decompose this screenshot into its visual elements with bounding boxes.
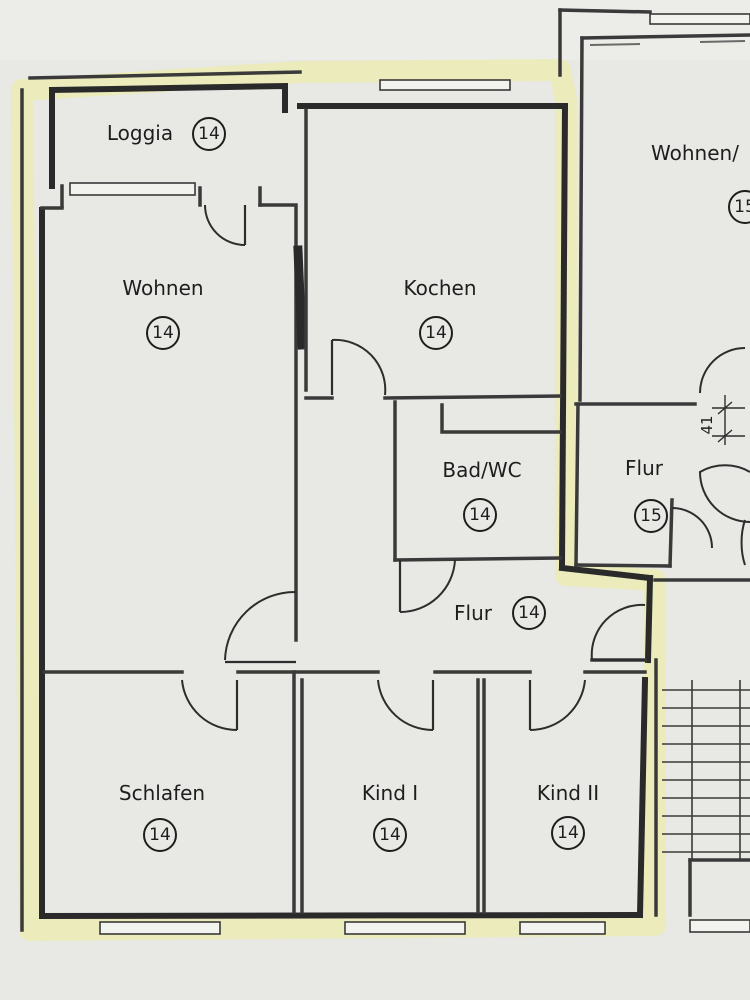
interior-walls (40, 108, 647, 914)
unit-circle (728, 190, 750, 224)
windows (69, 13, 750, 935)
unit-number: 14 (425, 323, 447, 343)
staircase (662, 680, 750, 860)
unit-circle (419, 316, 453, 350)
room-schlafen: Schlafen 14 (119, 781, 205, 852)
unit-number: 14 (379, 825, 401, 845)
room-name: Loggia (107, 121, 173, 145)
room-name: Wohnen/ (651, 141, 739, 165)
room-name: Flur (625, 456, 664, 480)
room-name: Schlafen (119, 781, 205, 805)
room-wohnen: Wohnen 14 (122, 276, 204, 350)
unit-number: 14 (518, 603, 540, 623)
paper-top-edge (0, 0, 750, 60)
room-neighbor-flur: Flur 15 (625, 456, 668, 533)
room-loggia: Loggia 14 (107, 117, 226, 151)
room-kind-1: Kind I 14 (362, 781, 418, 852)
unit-number: 14 (198, 124, 220, 144)
unit-circle (634, 499, 668, 533)
room-name: Kochen (403, 276, 476, 300)
room-neighbor-wohnen: Wohnen/15 (651, 141, 750, 224)
unit-circle (463, 498, 497, 532)
room-name: Kind I (362, 781, 418, 805)
unit-number: 14 (149, 825, 171, 845)
apartment-highlight (11, 59, 666, 941)
room-flur: Flur 14 (454, 596, 546, 630)
unit-circle (143, 818, 177, 852)
unit-number: 15 (640, 506, 662, 526)
room-name: Wohnen (122, 276, 203, 300)
room-kochen: Kochen 14 (403, 276, 477, 350)
unit-number: 14 (557, 823, 579, 843)
dimension-label: 41 (698, 415, 716, 434)
outer-walls (20, 70, 654, 932)
room-kind-2: Kind II 14 (537, 781, 599, 850)
unit-circle (146, 316, 180, 350)
unit-circle (373, 818, 407, 852)
unit-circle (512, 596, 546, 630)
room-name: Kind II (537, 781, 599, 805)
unit-number: 14 (469, 505, 491, 525)
room-name: Flur (454, 601, 493, 625)
unit-number: 15 (734, 197, 750, 217)
unit-circle (551, 816, 585, 850)
room-name: Bad/WC (442, 458, 521, 482)
unit-circle (192, 117, 226, 151)
dimension-marker: 41 (698, 395, 745, 445)
unit-number: 14 (152, 323, 174, 343)
doors (181, 204, 646, 732)
room-bad-wc: Bad/WC 14 (442, 458, 522, 532)
